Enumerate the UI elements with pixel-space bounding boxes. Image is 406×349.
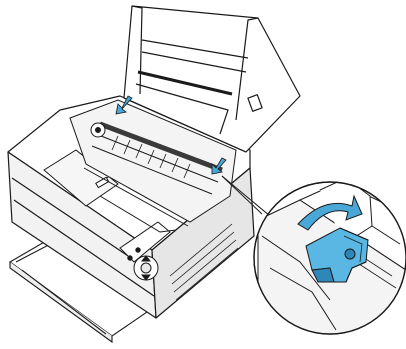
dpad-icon bbox=[134, 256, 158, 280]
lever-callout bbox=[254, 178, 406, 349]
